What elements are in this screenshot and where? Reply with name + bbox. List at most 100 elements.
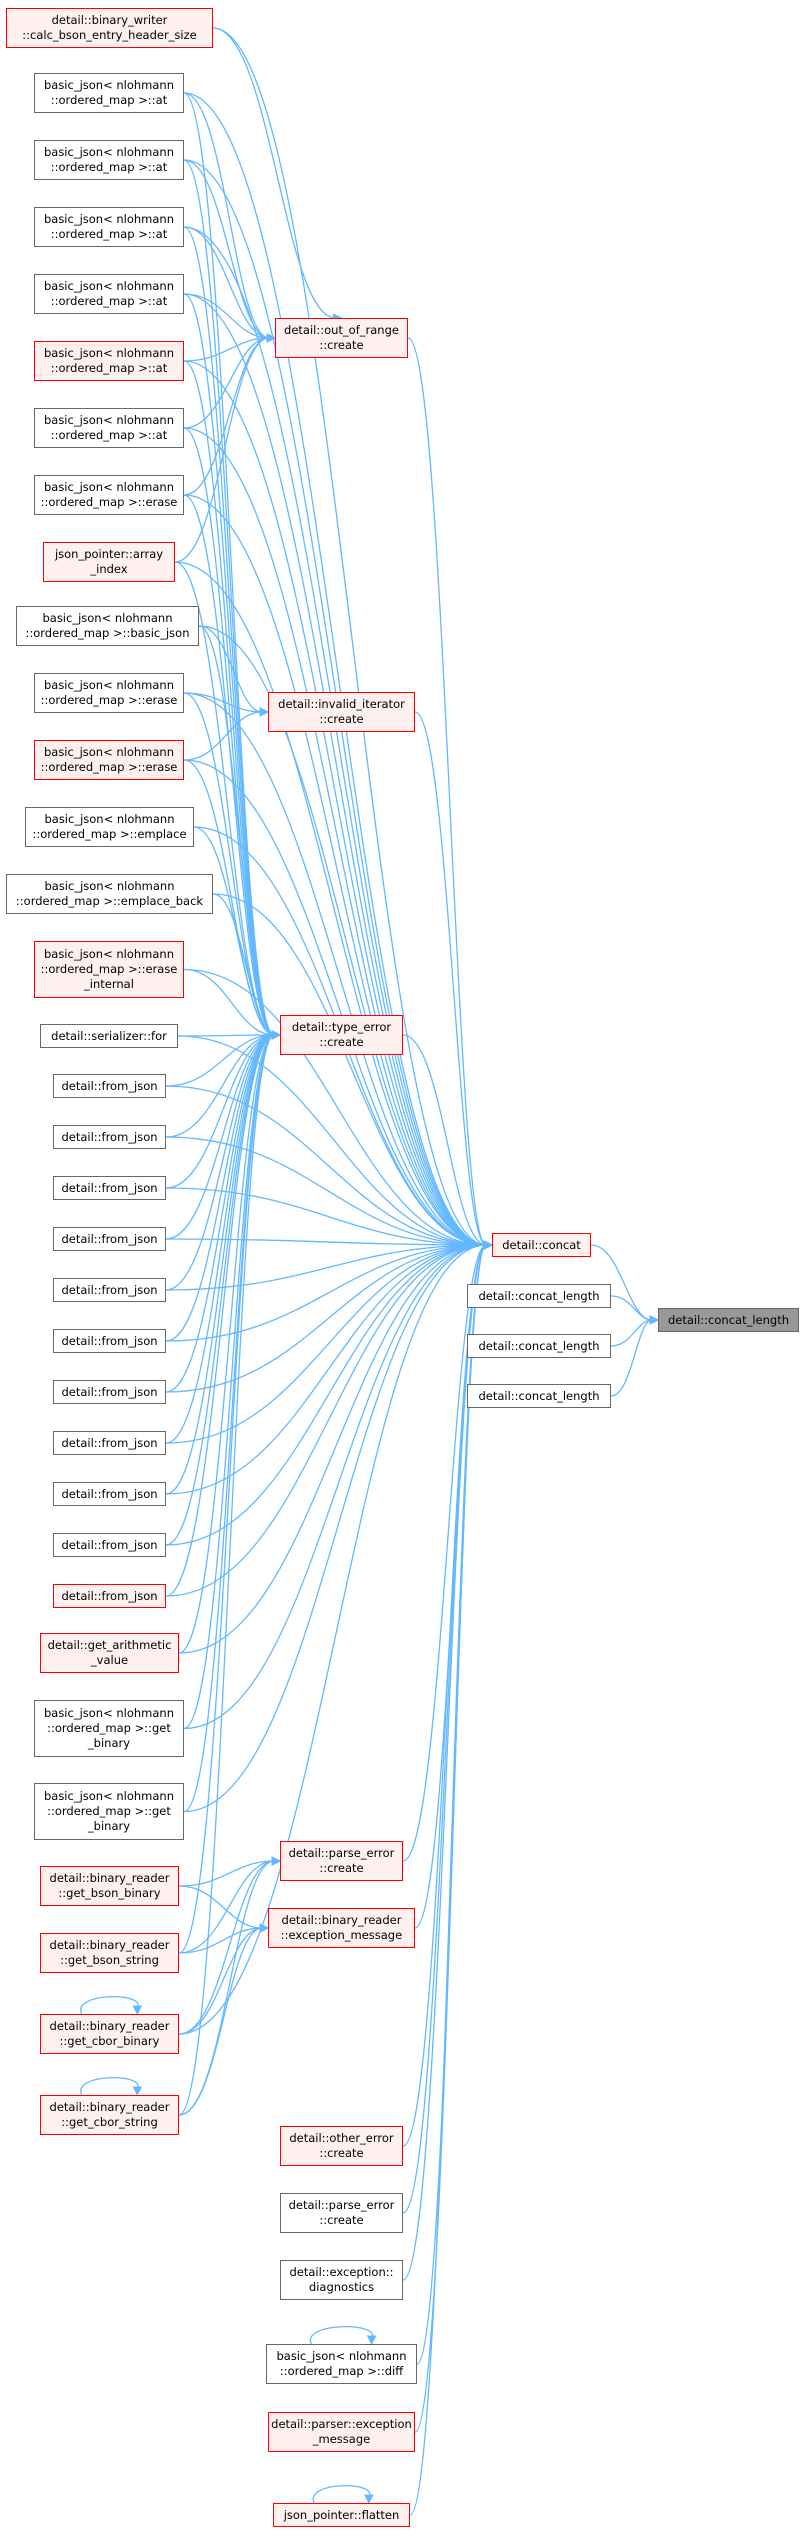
call-edge-6 <box>183 92 487 1246</box>
graph-node-m9[interactable]: basic_json< nlohmann ::ordered_map >::di… <box>266 2344 417 2384</box>
graph-node-n11[interactable]: basic_json< nlohmann ::ordered_map >::er… <box>34 673 184 713</box>
call-edge-62 <box>183 293 275 1036</box>
call-edge-self-100 <box>309 2326 374 2345</box>
call-edge-78 <box>165 1034 275 1291</box>
graph-node-n26[interactable]: detail::from_json <box>53 1533 166 1557</box>
graph-node-n12[interactable]: basic_json< nlohmann ::ordered_map >::er… <box>34 740 184 780</box>
call-edge-34 <box>183 1244 487 1813</box>
graph-node-n2[interactable]: basic_json< nlohmann ::ordered_map >::at <box>34 73 184 113</box>
call-edge-arrowhead-101 <box>364 2494 374 2505</box>
call-edge-85 <box>178 1034 275 1654</box>
graph-node-m11[interactable]: json_pointer::flatten <box>273 2503 410 2527</box>
graph-node-m1[interactable]: detail::out_of_range ::create <box>275 318 408 358</box>
call-edge-40 <box>402 1244 487 2147</box>
graph-node-n32[interactable]: detail::binary_reader ::get_bson_string <box>40 1933 179 1973</box>
call-edge-arrowhead-98 <box>132 2005 143 2016</box>
call-edge-self-101 <box>312 2485 371 2504</box>
graph-node-n25[interactable]: detail::from_json <box>53 1482 166 1506</box>
call-edge-79 <box>165 1034 275 1342</box>
call-edge-arrowhead-58 <box>259 707 270 717</box>
graph-node-f[interactable]: detail::concat_length <box>658 1308 799 1332</box>
call-edge-21 <box>165 1085 487 1246</box>
call-edge-9 <box>183 293 487 1246</box>
graph-node-n18[interactable]: detail::from_json <box>53 1125 166 1149</box>
call-edge-2 <box>610 1295 653 1321</box>
graph-node-n9[interactable]: json_pointer::array _index <box>43 542 175 582</box>
graph-node-n31[interactable]: detail::binary_reader ::get_bson_binary <box>40 1866 179 1906</box>
call-edge-11 <box>183 427 487 1246</box>
call-edge-10 <box>183 360 487 1246</box>
graph-node-cl1[interactable]: detail::concat_length <box>467 1284 611 1308</box>
graph-node-n5[interactable]: basic_json< nlohmann ::ordered_map >::at <box>34 274 184 314</box>
call-edge-82 <box>165 1034 275 1495</box>
graph-node-n6[interactable]: basic_json< nlohmann ::ordered_map >::at <box>34 341 184 381</box>
graph-node-n20[interactable]: detail::from_json <box>53 1227 166 1251</box>
call-edge-83 <box>165 1034 275 1546</box>
call-edge-28 <box>165 1244 487 1444</box>
call-edge-15 <box>183 692 487 1246</box>
graph-node-n23[interactable]: detail::from_json <box>53 1380 166 1404</box>
graph-node-m6[interactable]: detail::other_error ::create <box>280 2126 403 2166</box>
call-edge-43 <box>416 1244 487 2365</box>
call-edge-20 <box>177 1035 487 1246</box>
call-edge-arrowhead-89 <box>271 1030 282 1040</box>
graph-node-n15[interactable]: basic_json< nlohmann ::ordered_map >::er… <box>34 941 184 998</box>
graph-node-c[interactable]: detail::concat <box>492 1233 591 1257</box>
call-edge-38 <box>402 1244 487 1862</box>
graph-node-m3[interactable]: detail::type_error ::create <box>280 1015 403 1055</box>
call-edge-55 <box>212 27 336 319</box>
graph-node-m5[interactable]: detail::binary_reader ::exception_messag… <box>268 1908 415 1948</box>
call-edge-74 <box>165 1034 275 1087</box>
graph-node-m10[interactable]: detail::parser::exception _message <box>268 2412 415 2452</box>
call-edge-self-99 <box>80 2077 139 2096</box>
call-edge-19 <box>183 968 487 1246</box>
graph-node-cl3[interactable]: detail::concat_length <box>467 1384 611 1408</box>
call-edge-25 <box>165 1244 487 1291</box>
graph-node-n33[interactable]: detail::binary_reader ::get_cbor_binary <box>40 2014 179 2054</box>
graph-node-n13[interactable]: basic_json< nlohmann ::ordered_map >::em… <box>25 807 194 847</box>
graph-node-n8[interactable]: basic_json< nlohmann ::ordered_map >::er… <box>34 475 184 515</box>
graph-node-n14[interactable]: basic_json< nlohmann ::ordered_map >::em… <box>6 874 213 914</box>
call-edge-96 <box>178 1927 263 2035</box>
graph-node-n17[interactable]: detail::from_json <box>53 1074 166 1098</box>
graph-node-n21[interactable]: detail::from_json <box>53 1278 166 1302</box>
call-edge-37 <box>402 1034 487 1246</box>
call-edge-1 <box>590 1244 653 1321</box>
call-edge-self-98 <box>80 1996 139 2015</box>
graph-node-cl2[interactable]: detail::concat_length <box>467 1334 611 1358</box>
graph-node-n4[interactable]: basic_json< nlohmann ::ordered_map >::at <box>34 207 184 247</box>
graph-node-n7[interactable]: basic_json< nlohmann ::ordered_map >::at <box>34 408 184 448</box>
call-edge-49 <box>183 226 270 339</box>
call-edge-36 <box>414 711 487 1246</box>
graph-node-n24[interactable]: detail::from_json <box>53 1431 166 1455</box>
call-edge-84 <box>165 1034 275 1597</box>
graph-node-m8[interactable]: detail::exception:: diagnostics <box>280 2260 403 2300</box>
call-edge-29 <box>165 1244 487 1495</box>
graph-node-m7[interactable]: detail::parse_error ::create <box>280 2193 403 2233</box>
graph-node-n27[interactable]: detail::from_json <box>53 1584 166 1608</box>
call-edge-arrowhead-46 <box>483 1240 494 1250</box>
call-edge-31 <box>165 1244 487 1597</box>
graph-node-n3[interactable]: basic_json< nlohmann ::ordered_map >::at <box>34 140 184 180</box>
call-edge-4 <box>610 1319 653 1397</box>
call-edge-32 <box>178 1244 487 1654</box>
call-edge-46 <box>178 1244 487 2035</box>
graph-node-n1[interactable]: detail::binary_writer ::calc_bson_entry_… <box>6 8 213 48</box>
graph-node-n16[interactable]: detail::serializer::for <box>40 1024 178 1048</box>
graph-node-m2[interactable]: detail::invalid_iterator ::create <box>268 692 415 732</box>
graph-node-n19[interactable]: detail::from_json <box>53 1176 166 1200</box>
graph-node-m4[interactable]: detail::parse_error ::create <box>280 1841 403 1881</box>
graph-node-n29[interactable]: basic_json< nlohmann ::ordered_map >::ge… <box>34 1700 184 1757</box>
graph-node-n30[interactable]: basic_json< nlohmann ::ordered_map >::ge… <box>34 1783 184 1840</box>
graph-node-n34[interactable]: detail::binary_reader ::get_cbor_string <box>40 2095 179 2135</box>
call-edge-65 <box>183 494 275 1036</box>
graph-node-n22[interactable]: detail::from_json <box>53 1329 166 1353</box>
call-edge-88 <box>178 1034 275 1954</box>
graph-node-n10[interactable]: basic_json< nlohmann ::ordered_map >::ba… <box>16 606 199 646</box>
call-edge-58 <box>183 711 263 761</box>
call-edge-23 <box>165 1187 487 1246</box>
call-edge-94 <box>178 1885 263 1929</box>
graph-node-n28[interactable]: detail::get_arithmetic _value <box>40 1633 179 1673</box>
call-edge-27 <box>165 1244 487 1393</box>
